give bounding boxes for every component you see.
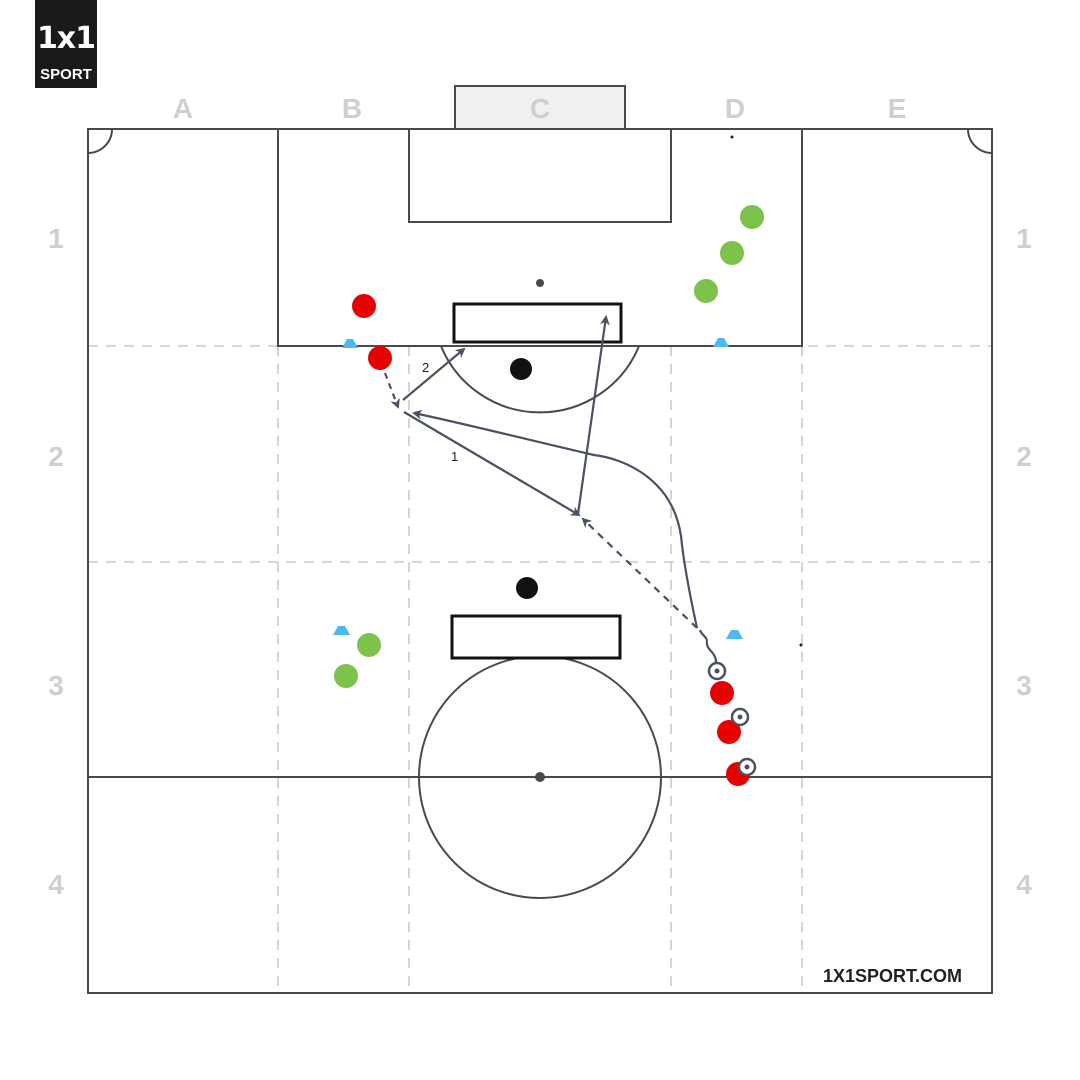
ball-marker <box>730 707 750 727</box>
pass-label-2: 2 <box>422 360 429 375</box>
pitch <box>87 85 993 994</box>
pass-label-1: 1 <box>451 449 458 464</box>
ball-marker <box>737 757 757 777</box>
mini-goal <box>452 302 623 344</box>
pass-arrow-2 <box>402 347 466 401</box>
row-label-4-left: 4 <box>48 869 64 900</box>
ball-marker <box>707 661 727 681</box>
column-labels: A B C D E <box>173 93 906 124</box>
row-label-4-right: 4 <box>1016 869 1032 900</box>
cone-icon <box>726 630 743 639</box>
row-label-1-left: 1 <box>48 223 64 254</box>
penalty-arc <box>440 345 640 414</box>
cone-icon <box>342 339 358 348</box>
penalty-spot <box>536 279 544 287</box>
mini-goals <box>450 302 623 660</box>
green-player <box>357 633 381 657</box>
row-label-3-left: 3 <box>48 670 64 701</box>
marker-dot <box>799 643 803 647</box>
logo-sub: SPORT <box>40 66 92 83</box>
green-player <box>694 279 718 303</box>
coach-squiggle <box>698 629 718 663</box>
column-label-a: A <box>173 93 193 124</box>
run-arrow-dashed <box>581 517 698 629</box>
run-arrow-dashed-short <box>383 372 400 409</box>
ball-icon <box>510 358 532 380</box>
marker-dot <box>730 135 734 139</box>
row-labels-left: 1 2 3 4 <box>48 223 64 900</box>
corner-arc-right <box>967 128 993 154</box>
row-labels-right: 1 2 3 4 <box>1016 223 1032 900</box>
ball-markers <box>707 661 757 777</box>
pass-arrow-1 <box>403 411 581 517</box>
row-label-1-right: 1 <box>1016 223 1032 254</box>
cone-icon <box>333 626 350 635</box>
corner-arc-left <box>87 128 113 154</box>
goal <box>454 85 626 130</box>
brand-logo: 1x1 SPORT <box>35 0 97 88</box>
arrows <box>383 315 718 663</box>
shot-arrow <box>576 315 610 515</box>
column-label-c: C <box>530 93 550 124</box>
mini-goal <box>450 614 622 660</box>
logo-mark: 1x1 <box>36 21 96 56</box>
pitch-boundary <box>87 128 993 994</box>
green-player <box>720 241 744 265</box>
red-player <box>352 294 376 318</box>
red-player <box>710 681 734 705</box>
cones <box>333 338 743 639</box>
ball-icon <box>516 577 538 599</box>
row-label-2-left: 2 <box>48 441 64 472</box>
row-label-2-right: 2 <box>1016 441 1032 472</box>
red-player <box>368 346 392 370</box>
column-label-e: E <box>888 93 907 124</box>
row-label-3-right: 3 <box>1016 670 1032 701</box>
cone-icon <box>713 338 729 347</box>
green-players <box>334 205 764 688</box>
column-label-b: B <box>342 93 362 124</box>
goal-area <box>408 128 672 223</box>
website-label: 1X1SPORT.COM <box>823 966 962 986</box>
green-player <box>334 664 358 688</box>
green-player <box>740 205 764 229</box>
red-players <box>352 294 750 786</box>
dribble-return-arrow <box>412 409 699 629</box>
red-player <box>717 720 741 744</box>
center-spot <box>535 772 545 782</box>
column-label-d: D <box>725 93 745 124</box>
